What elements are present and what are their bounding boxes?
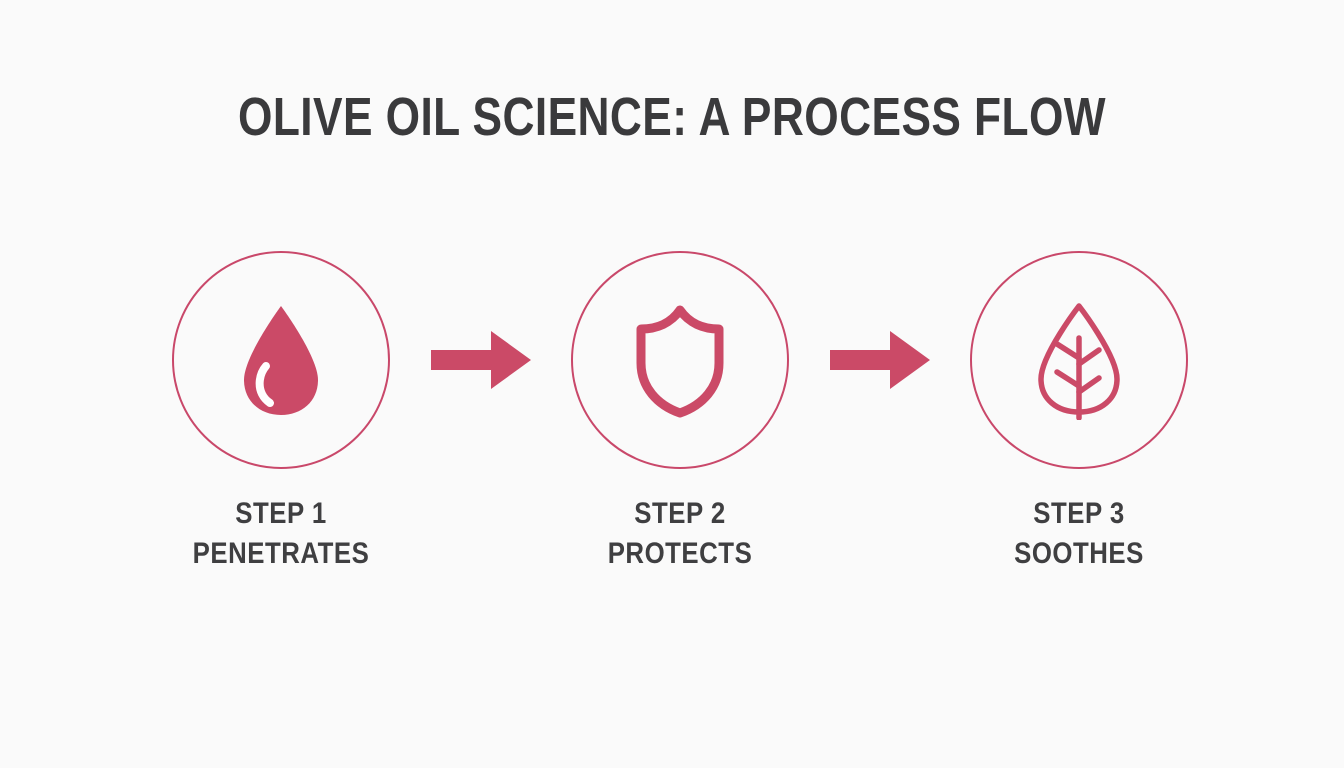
step-1-circle [172,251,390,469]
step-2-number: STEP 2 [634,497,726,530]
connector-arrow-1 [429,324,533,396]
step-1-caption: STEP 1 PENETRATES [172,496,390,576]
process-step-2[interactable] [571,251,789,469]
page-title: OLIVE OIL SCIENCE: A PROCESS FLOW [237,87,1107,147]
droplet-icon [226,300,336,420]
step-3-caption: STEP 3 SOOTHES [970,496,1188,576]
shield-icon [625,301,735,419]
step-1-name: PENETRATES [192,537,370,570]
step-3-number: STEP 3 [1033,497,1125,530]
step-2-name: PROTECTS [607,537,753,570]
process-step-1[interactable] [172,251,390,469]
step-3-name: SOOTHES [1014,537,1144,570]
step-1-number: STEP 1 [235,497,327,530]
process-step-3[interactable] [970,251,1188,469]
process-flow-row [172,251,1188,469]
step-2-circle [571,251,789,469]
connector-arrow-2 [828,324,932,396]
process-captions-row: STEP 1 PENETRATES STEP 2 PROTECTS STEP 3… [172,496,1188,596]
leaf-icon [1023,300,1135,420]
step-3-circle [970,251,1188,469]
arrow-right-icon [828,326,932,394]
arrow-right-icon [429,326,533,394]
step-2-caption: STEP 2 PROTECTS [571,496,789,576]
